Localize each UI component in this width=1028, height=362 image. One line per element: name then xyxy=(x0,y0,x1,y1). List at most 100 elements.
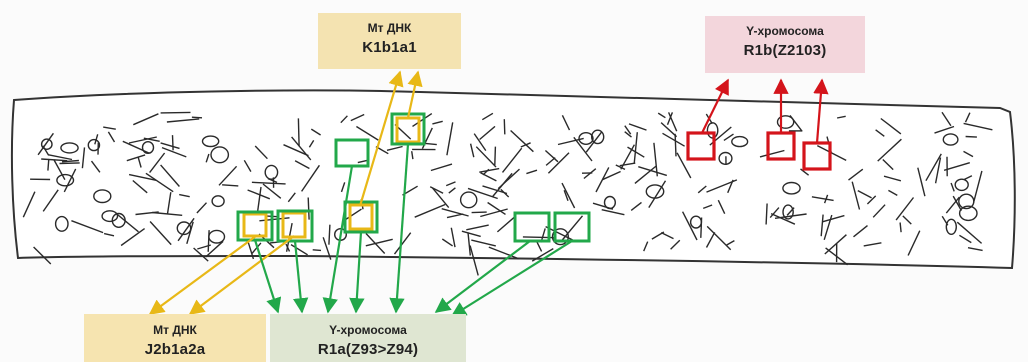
bone-stroke xyxy=(479,125,496,141)
mt-dna-bottom-label: Мт ДНК J2b1a2a xyxy=(84,314,266,362)
bone-stroke xyxy=(770,212,796,225)
bone-stroke xyxy=(135,211,159,216)
bone-stroke xyxy=(432,120,443,125)
bone-stroke xyxy=(882,158,894,171)
bone-stroke xyxy=(774,213,807,219)
bone-stroke xyxy=(561,182,576,209)
arrow xyxy=(813,78,829,144)
bone-stroke xyxy=(340,115,348,124)
bone-stroke xyxy=(633,132,638,164)
bone-stroke xyxy=(706,179,738,193)
bone-stroke xyxy=(103,126,116,130)
bone-stroke xyxy=(496,216,516,233)
bone-stroke xyxy=(667,112,678,132)
bone-stroke xyxy=(308,140,315,148)
skull-sketch xyxy=(591,129,605,145)
bone-stroke xyxy=(365,238,393,247)
bone-stroke xyxy=(312,249,322,252)
bone-stroke xyxy=(297,118,300,147)
bone-stroke xyxy=(441,208,469,217)
bone-stroke xyxy=(429,186,444,194)
bone-stroke xyxy=(193,247,209,262)
bone-stroke xyxy=(328,224,331,245)
bone-stroke xyxy=(145,172,174,193)
bone-stroke xyxy=(697,185,707,194)
bone-stroke xyxy=(41,158,68,162)
skull-sketch xyxy=(958,205,978,222)
bone-stroke xyxy=(149,152,166,174)
bone-stroke xyxy=(765,203,768,225)
bone-stroke xyxy=(107,131,116,143)
bone-stroke xyxy=(494,146,497,166)
bone-stroke xyxy=(160,142,180,150)
arrow xyxy=(253,239,282,314)
arrow xyxy=(406,70,423,119)
bone-stroke xyxy=(254,145,268,160)
bone-stroke xyxy=(33,246,52,265)
bone-stroke xyxy=(61,159,79,163)
bone-stroke xyxy=(510,129,534,153)
bone-stroke xyxy=(247,189,271,200)
bone-stroke xyxy=(467,187,498,200)
bone-stroke xyxy=(480,172,497,182)
bone-stroke xyxy=(471,239,496,247)
bone-stroke xyxy=(662,132,685,147)
skull-sketch xyxy=(958,193,975,210)
bone-stroke xyxy=(63,168,77,193)
bone-stroke xyxy=(628,123,647,131)
bone-stroke xyxy=(37,132,54,156)
bone-stroke xyxy=(501,147,523,173)
bone-stroke xyxy=(531,247,554,262)
bone-stroke xyxy=(122,140,150,154)
y-sample-square xyxy=(513,211,551,243)
skull-sketch xyxy=(603,195,617,210)
bone-stroke xyxy=(467,232,471,256)
skull-sketch xyxy=(141,140,155,154)
skull-sketch xyxy=(945,218,957,236)
bone-stroke xyxy=(888,189,898,197)
bone-stroke xyxy=(450,227,456,248)
label-value: R1b(Z2103) xyxy=(743,42,827,59)
bone-stroke xyxy=(446,213,464,219)
bone-stroke xyxy=(448,187,456,194)
label-title: Мт ДНК xyxy=(153,323,197,337)
bone-stroke xyxy=(441,238,453,247)
bone-stroke xyxy=(702,204,713,210)
bone-stroke xyxy=(177,217,195,242)
bone-stroke xyxy=(290,244,308,256)
skull-sketch xyxy=(101,210,119,223)
bone-stroke xyxy=(393,232,412,255)
bone-stroke xyxy=(822,214,845,223)
bone-stroke xyxy=(294,160,310,170)
bone-stroke xyxy=(657,112,666,119)
skull-sketch xyxy=(111,212,126,229)
mt-dna-top-label: Мт ДНК K1b1a1 xyxy=(318,13,461,69)
bone-stroke xyxy=(126,154,146,162)
bone-stroke xyxy=(956,221,983,244)
arrow xyxy=(450,240,573,317)
bone-stroke xyxy=(22,191,36,218)
bone-stroke xyxy=(965,135,977,138)
bone-stroke xyxy=(482,185,508,195)
bone-stroke xyxy=(902,215,912,225)
bone-stroke xyxy=(481,112,494,121)
bone-stroke xyxy=(445,181,456,187)
bone-stroke xyxy=(811,196,834,202)
bone-stroke xyxy=(488,246,519,260)
bone-stroke xyxy=(81,147,86,169)
bone-stroke xyxy=(851,181,861,210)
bone-stroke xyxy=(475,146,497,168)
skull-sketch xyxy=(954,178,969,192)
bone-stroke xyxy=(899,222,902,233)
bone-stroke xyxy=(430,163,453,172)
arrow xyxy=(389,143,410,314)
bone-stroke xyxy=(836,115,846,119)
bone-stroke xyxy=(251,181,286,185)
bone-stroke xyxy=(824,234,847,255)
bone-stroke xyxy=(160,111,191,114)
bone-stroke xyxy=(863,242,882,247)
bone-stroke xyxy=(634,165,657,184)
bone-stroke xyxy=(480,208,508,218)
bone-stroke xyxy=(283,144,309,157)
bone-stroke xyxy=(717,199,726,214)
